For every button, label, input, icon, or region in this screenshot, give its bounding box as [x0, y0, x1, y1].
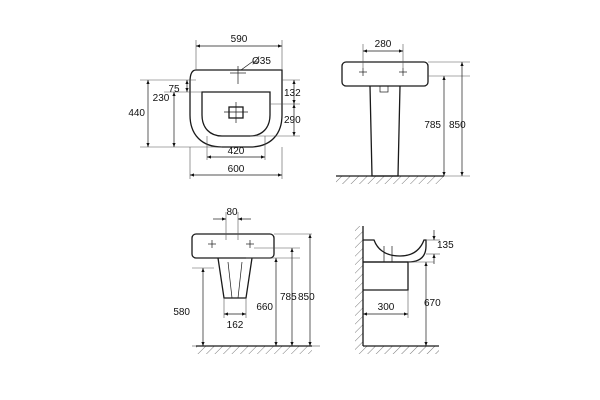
dim-230: 230	[153, 93, 170, 104]
dim-580: 580	[173, 307, 190, 318]
dim-290: 290	[284, 115, 301, 126]
semi-pedestal-shroud	[217, 257, 253, 299]
top-view: 590 Ø35 75 230 440 132 290 420	[128, 34, 301, 179]
tap-marks	[359, 68, 407, 76]
dim-132: 132	[284, 88, 301, 99]
floor-hatch-side	[363, 346, 439, 354]
pedestal-basin	[341, 61, 429, 87]
dim-660: 660	[256, 302, 273, 313]
basin-plan-outline	[189, 69, 283, 148]
semi-pedestal-trap	[227, 261, 243, 299]
basin-side-profile	[363, 239, 427, 263]
dim-785-pedestal: 785	[424, 120, 441, 131]
semi-basin-front	[191, 233, 275, 259]
floor-hatch-semi	[196, 346, 312, 354]
dim-hole-dia: Ø35	[252, 56, 271, 67]
shroud-side	[363, 261, 409, 291]
dim-80: 80	[226, 207, 238, 218]
dim-590: 590	[231, 34, 248, 45]
dim-850-semi: 850	[298, 292, 315, 303]
wall-hatch	[355, 226, 363, 354]
tap-hole-cross	[230, 66, 246, 84]
dim-440: 440	[128, 108, 145, 119]
waste-pipe	[383, 246, 393, 262]
drain-plan	[224, 102, 248, 123]
dim-75: 75	[168, 84, 180, 95]
semi-pedestal-front-view: 80 580 162 660 785 850	[173, 207, 320, 354]
pedestal-column	[369, 85, 401, 177]
tap-marks-semi	[208, 240, 254, 248]
dim-670: 670	[424, 298, 441, 309]
dim-300: 300	[378, 302, 395, 313]
dim-280: 280	[375, 39, 392, 50]
dim-785-semi: 785	[280, 292, 297, 303]
trap-block	[379, 85, 389, 93]
dim-420: 420	[228, 146, 245, 157]
dim-135: 135	[437, 240, 454, 251]
floor-hatch	[336, 176, 444, 184]
dim-162: 162	[227, 320, 244, 331]
dim-850-pedestal: 850	[449, 120, 466, 131]
pedestal-view: 280 785 850	[336, 39, 470, 184]
semi-pedestal-side-view: 135 300 670	[355, 226, 454, 354]
dim-600: 600	[228, 164, 245, 175]
